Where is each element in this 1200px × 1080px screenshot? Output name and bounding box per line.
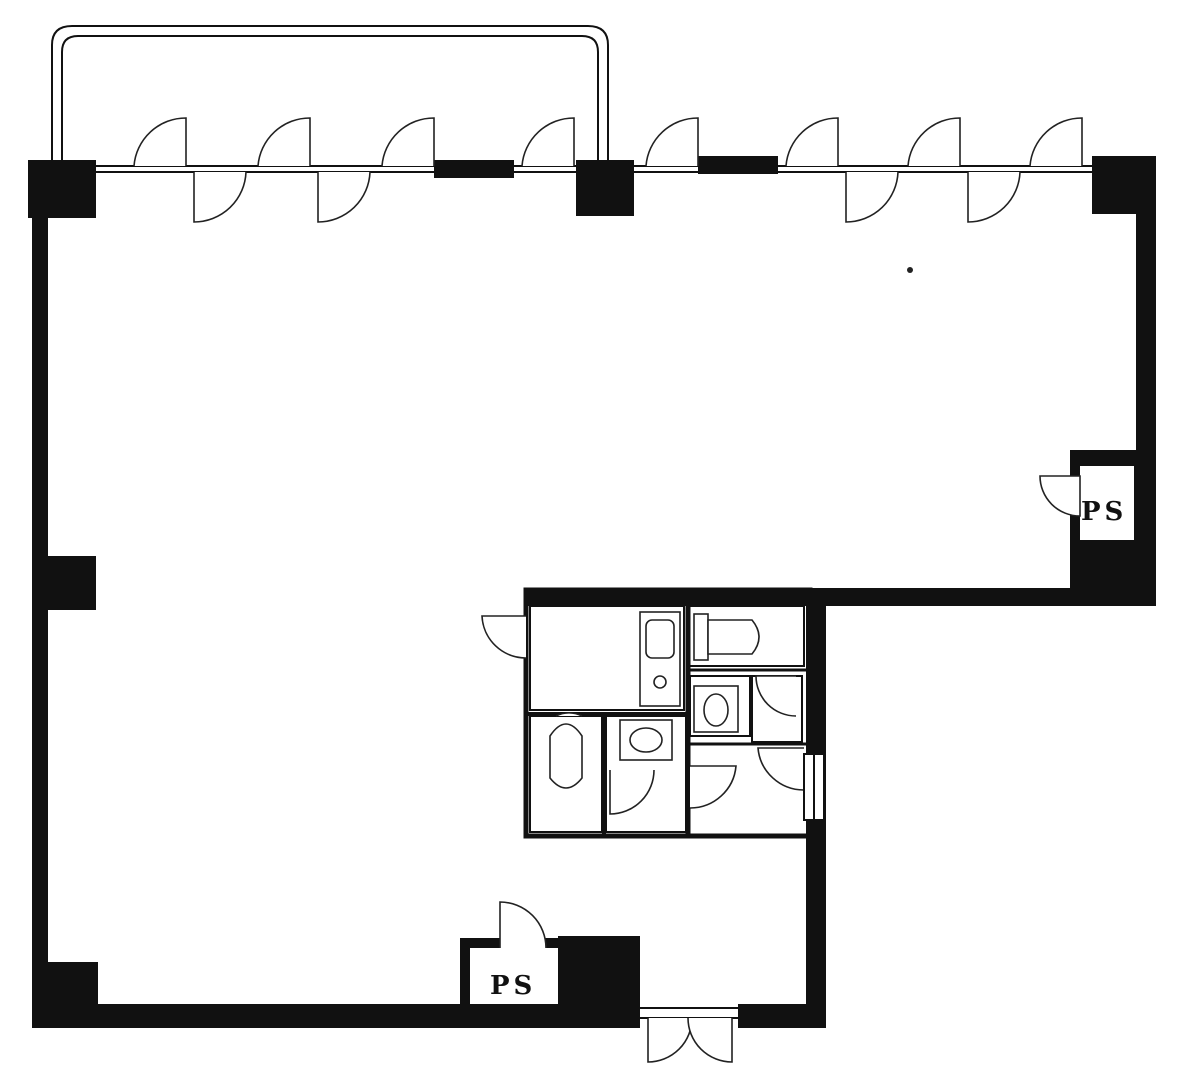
dot-mark <box>907 267 913 273</box>
main-entrance <box>640 1007 738 1063</box>
entrance-door-left <box>647 1017 693 1063</box>
door-swing-5 <box>381 117 435 167</box>
door-swing-8 <box>785 117 839 167</box>
toilet-door-2 <box>555 712 583 717</box>
toilet-exit-door <box>689 765 737 809</box>
sink-basin <box>645 619 675 659</box>
wash-basin-bowl <box>703 693 729 727</box>
door-swing-10 <box>907 117 961 167</box>
ps-right-door <box>1039 475 1081 517</box>
door-swing-3 <box>257 117 311 167</box>
door-swing-1 <box>133 117 187 167</box>
ps-bottom-door <box>499 901 547 949</box>
basin-lower-bowl <box>629 727 663 753</box>
small-room-door <box>755 675 797 717</box>
toilet-bowl-2 <box>549 723 583 789</box>
ps-label-bottom: PS <box>490 971 536 1001</box>
top-doors <box>133 117 1083 223</box>
toilet-block <box>481 587 813 839</box>
toilet-block-door <box>481 615 527 659</box>
entrance-door-right <box>687 1017 733 1063</box>
door-swing-7 <box>645 117 699 167</box>
door-swing-4 <box>317 171 371 223</box>
door-swing-2 <box>193 171 247 223</box>
lower-room-door <box>609 769 655 815</box>
outer-walls <box>28 156 1156 1028</box>
door-swing-11 <box>967 171 1021 223</box>
sink-drain <box>653 675 667 689</box>
toilet-tank-1 <box>693 613 709 661</box>
door-swing-9 <box>845 171 899 223</box>
side-window <box>803 753 825 821</box>
door-swing-6 <box>521 117 575 167</box>
toilet-bowl-1 <box>707 619 760 655</box>
door-swing-12 <box>1029 117 1083 167</box>
balcony-railing <box>51 25 609 162</box>
corridor-door <box>757 747 805 791</box>
ps-label-right: PS <box>1081 497 1127 527</box>
